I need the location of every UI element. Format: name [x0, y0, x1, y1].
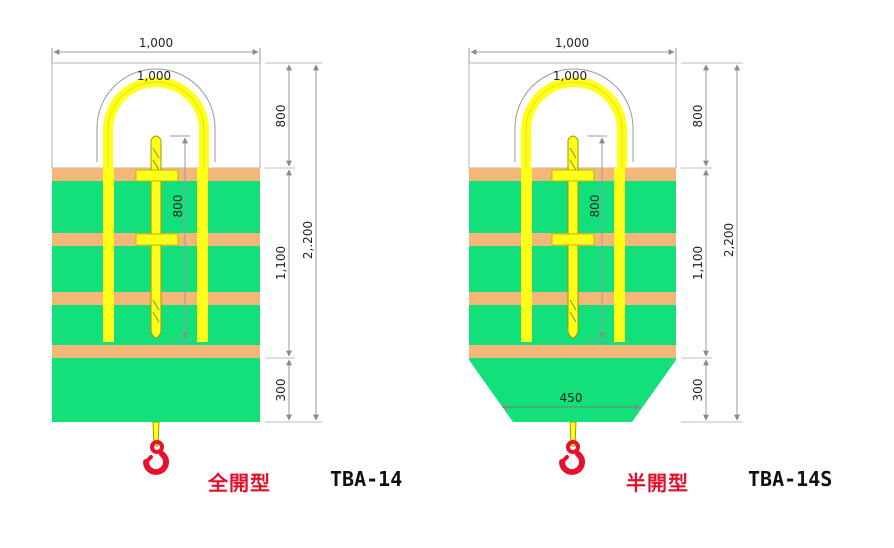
- left-bag-diagram: [51, 48, 322, 475]
- left-cross-bar: [135, 233, 179, 246]
- right-vertical-strap: [521, 168, 532, 342]
- right-cross-bar: [551, 169, 595, 182]
- left-model-caption: TBA-14: [330, 467, 403, 491]
- right-cross-bar: [551, 233, 595, 246]
- right-bottom-width-label: 450: [560, 391, 583, 405]
- left-loop-dimension-arc: [96, 68, 216, 162]
- left-type-caption: 全開型: [208, 471, 271, 495]
- right-type-caption: 半開型: [626, 471, 689, 495]
- left-middle-height-label: 1,100: [274, 246, 288, 280]
- left-hook-strap: [152, 421, 160, 447]
- right-inner-rope-label: 800: [588, 195, 602, 218]
- right-top-height-label: 800: [691, 105, 705, 128]
- right-middle-height-label: 1,100: [691, 246, 705, 280]
- right-total-height-label: 2,200: [722, 223, 736, 257]
- left-top-width-label: 1,000: [139, 36, 173, 50]
- left-cross-bar: [135, 169, 179, 182]
- right-top-width-label: 1,000: [555, 36, 589, 50]
- left-vertical-strap: [197, 168, 208, 342]
- left-hook-icon: [143, 440, 169, 475]
- right-hook-strap: [569, 421, 577, 447]
- left-loop-length-label: 1,000: [137, 69, 171, 83]
- right-vertical-strap: [614, 168, 625, 342]
- left-total-height-label: 2,.200: [301, 221, 315, 259]
- right-loop-length-label: 1,000: [553, 69, 587, 83]
- left-belt-band: [52, 345, 260, 358]
- right-loop-dimension-arc: [514, 68, 634, 162]
- left-inner-rope-label: 800: [171, 195, 185, 218]
- left-vertical-strap: [103, 168, 114, 342]
- right-hook-icon: [559, 440, 585, 475]
- left-top-height-label: 800: [274, 105, 288, 128]
- right-bag-diagram: [468, 48, 743, 475]
- right-model-caption: TBA-14S: [748, 467, 833, 491]
- right-bottom-height-label: 300: [691, 379, 705, 402]
- left-bottom-height-label: 300: [274, 379, 288, 402]
- right-belt-band: [469, 345, 676, 358]
